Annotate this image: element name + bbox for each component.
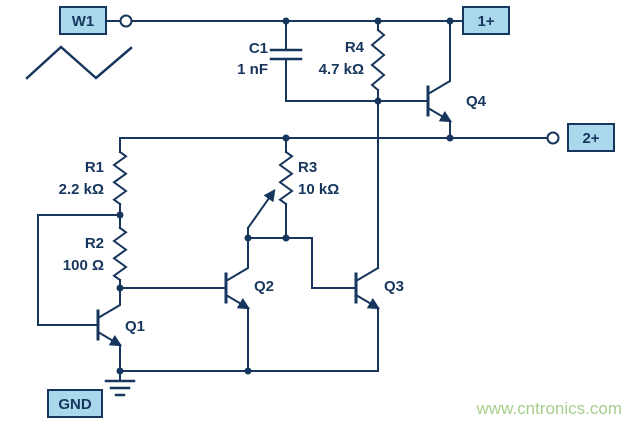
r4-ref-label: R4 — [345, 39, 365, 56]
q2-q3-link-wire — [247, 237, 357, 289]
q4-emitter-diag — [426, 106, 453, 123]
gnd-label: GND — [58, 396, 92, 413]
resistor-r4 — [370, 28, 386, 92]
w1-terminal-circle — [119, 14, 133, 28]
capacitor-c1 — [269, 48, 303, 61]
r3-wiper-arrow — [246, 189, 276, 230]
q4-ref-label: Q4 — [466, 93, 487, 110]
r1-ref-label: R1 — [85, 159, 104, 176]
q4-collector-wire — [426, 20, 451, 96]
scope2-label-box — [567, 123, 615, 152]
q1-emitter-diag — [96, 330, 123, 347]
r3-ref-label: R3 — [298, 159, 317, 176]
c1-value-label: 1 nF — [237, 61, 268, 78]
q3-emitter-diag — [354, 293, 381, 310]
gnd-label-box — [47, 389, 103, 418]
r1-value-label: 2.2 kΩ — [59, 181, 104, 198]
scope1-label: 1+ — [477, 13, 494, 30]
c1-ref-label: C1 — [249, 40, 268, 57]
r2-ref-label: R2 — [85, 235, 104, 252]
triangle-wave-icon — [25, 45, 133, 80]
r2-value-label: 100 Ω — [63, 257, 104, 274]
q2-ref-label: Q2 — [254, 278, 274, 295]
q2-emitter-diag — [224, 293, 251, 310]
scope1-label-box — [462, 6, 510, 35]
r3-value-label: 10 kΩ — [298, 181, 339, 198]
watermark-text: www.cntronics.com — [476, 399, 622, 418]
potentiometer-r3 — [278, 150, 294, 206]
feedback-loop-wire — [37, 214, 121, 326]
w1-label: W1 — [72, 13, 95, 30]
q3-ref-label: Q3 — [384, 278, 404, 295]
resistor-r1 — [112, 150, 128, 206]
w1-label-box — [59, 6, 107, 35]
resistor-r2 — [112, 226, 128, 282]
q1-ref-label: Q1 — [125, 318, 145, 335]
ground-symbol — [104, 379, 136, 397]
junction-dots — [116, 17, 454, 375]
q2-collector-wire — [224, 227, 249, 283]
q3-collector-wire — [354, 266, 380, 283]
q1-collector-wire — [96, 287, 121, 320]
r4-value-label: 4.7 kΩ — [319, 61, 364, 78]
scope2-label: 2+ — [582, 130, 599, 147]
scope2-terminal-circle — [546, 131, 560, 145]
